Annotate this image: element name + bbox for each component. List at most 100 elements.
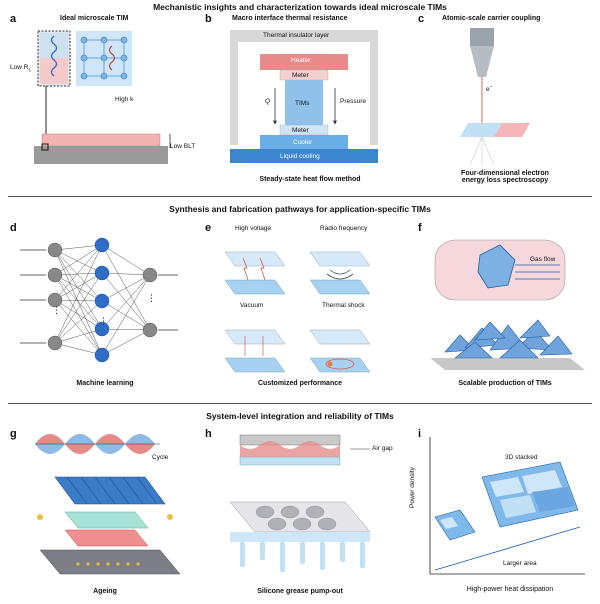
- insulator-layer: [230, 30, 378, 42]
- package-substrate: [39, 549, 181, 575]
- panel-h-caption: Silicone grease pump-out: [257, 588, 343, 595]
- crystal-pile: [444, 319, 573, 359]
- pressure-label: Pressure: [340, 98, 367, 105]
- plate-radio-frequency: [309, 251, 371, 295]
- probe-tip: [470, 46, 494, 77]
- sample-left: [460, 123, 502, 137]
- substrate: [34, 146, 168, 164]
- cell-vacuum-label: Vacuum: [240, 302, 264, 309]
- section-divider-1: [8, 196, 592, 197]
- cooler-block: [260, 135, 348, 149]
- panel-label-a: a: [10, 13, 17, 25]
- heater-block: [260, 54, 348, 70]
- tims-block: [285, 80, 323, 125]
- liquid-cooling-block: [230, 149, 378, 163]
- insulator-label: Thermal insulator layer: [263, 32, 330, 39]
- phonon-wave: [50, 35, 58, 77]
- stacked-label: 3D stacked: [505, 454, 538, 461]
- top-plate: [239, 434, 341, 446]
- panel-label-h: h: [205, 428, 212, 440]
- meter-bottom-label: Meter: [292, 127, 309, 134]
- crystal: [477, 244, 516, 289]
- heater-label: Heater: [291, 57, 311, 64]
- air-gap-label: Air gap: [372, 445, 393, 452]
- input-ellipsis: ⋮: [52, 305, 61, 315]
- grease-drips: [240, 542, 365, 572]
- ideal-tim-diagram: [34, 30, 171, 164]
- pump-out-diagram: [229, 434, 371, 572]
- power-density-plot: [429, 437, 585, 575]
- cycle-label: Cycle: [152, 454, 169, 461]
- input-arrows: [20, 249, 178, 344]
- interface-top: [40, 33, 68, 58]
- panel-c-title: Atomic-scale carrier coupling: [442, 15, 541, 22]
- electron-label: e−: [486, 84, 493, 94]
- plate-high-voltage: [224, 251, 286, 295]
- panel-g-caption: Ageing: [93, 588, 117, 595]
- heatsink-fins: [54, 476, 166, 505]
- eels-diagram: [460, 28, 530, 166]
- liquid-cooling-label: Liquid cooling: [280, 153, 320, 160]
- trend-arrow: [434, 526, 581, 571]
- panel-label-c: c: [418, 13, 425, 25]
- section-title-mechanistic: Mechanistic insights and characterizatio…: [153, 2, 447, 12]
- low-blt-label: Low BLT: [170, 143, 196, 150]
- gas-flow-label: Gas flow: [530, 256, 556, 263]
- panel-i-caption: High-power heat dissipation: [466, 586, 554, 593]
- sample-right: [494, 123, 530, 137]
- scalable-production: [430, 239, 585, 370]
- large-3d-package: [481, 461, 579, 528]
- neural-network: [20, 237, 178, 363]
- panel-b-title: Macro interface thermal resistance: [232, 15, 348, 22]
- power-density-axis-label: Power density: [409, 467, 416, 508]
- tim-layer: [41, 133, 161, 147]
- hidden-ellipsis: ⋮: [99, 316, 108, 326]
- bottom-plate: [239, 456, 341, 466]
- q-label: Q: [265, 98, 271, 105]
- production-plate: [430, 358, 585, 370]
- tim-layer-aged: [64, 511, 149, 529]
- cooler-label: Cooler: [293, 139, 313, 146]
- output-ellipsis: ⋮: [147, 293, 156, 303]
- gas-flow-arrows: [515, 264, 560, 280]
- hidden-nodes: [94, 237, 110, 363]
- cell-thermal-shock-label: Thermal shock: [322, 302, 365, 309]
- panel-label-e: e: [205, 222, 212, 234]
- panel-label-g: g: [10, 428, 17, 440]
- high-k-label: High k: [115, 96, 134, 103]
- input-nodes: [47, 242, 158, 351]
- panel-label-f: f: [418, 222, 422, 234]
- cell-high-voltage-label: High voltage: [235, 225, 272, 232]
- chip-layer: [64, 529, 149, 547]
- panel-label-d: d: [10, 222, 17, 234]
- plate-thermal-shock: [309, 329, 371, 373]
- low-rc-label: Low Rc: [10, 64, 31, 74]
- probe-body: [470, 28, 494, 46]
- section-title-synthesis: Synthesis and fabrication pathways for a…: [169, 204, 431, 214]
- meter-top-label: Meter: [292, 72, 309, 79]
- grease-plate-bottom: [230, 532, 370, 542]
- ageing-diagram: [35, 434, 181, 575]
- panel-e-caption: Customized performance: [257, 380, 343, 387]
- larger-area-label: Larger area: [503, 560, 537, 567]
- interface-bottom: [40, 58, 68, 84]
- network-edges: [54, 244, 151, 356]
- heat-flow-apparatus: [230, 30, 378, 163]
- section-title-system: System-level integration and reliability…: [206, 411, 394, 421]
- cell-radio-frequency-label: Radio frequency: [320, 225, 368, 232]
- panel-b-caption: Steady-state heat flow method: [259, 176, 361, 183]
- lattice: [80, 36, 128, 80]
- panel-f-caption: Scalable production of TIMs: [458, 380, 552, 387]
- small-package: [434, 509, 476, 541]
- plate-vacuum: [224, 329, 286, 373]
- panel-a-title: Ideal microscale TIM: [60, 15, 129, 22]
- panel-label-i: i: [418, 428, 422, 440]
- panel-d-caption: Machine learning: [76, 380, 134, 387]
- panel-label-b: b: [205, 13, 212, 25]
- grease-domes: [255, 505, 337, 531]
- section-divider-2: [8, 403, 592, 404]
- processing-conditions: [224, 251, 371, 373]
- tims-label: TIMs: [295, 100, 310, 107]
- grease-layer: [240, 441, 340, 457]
